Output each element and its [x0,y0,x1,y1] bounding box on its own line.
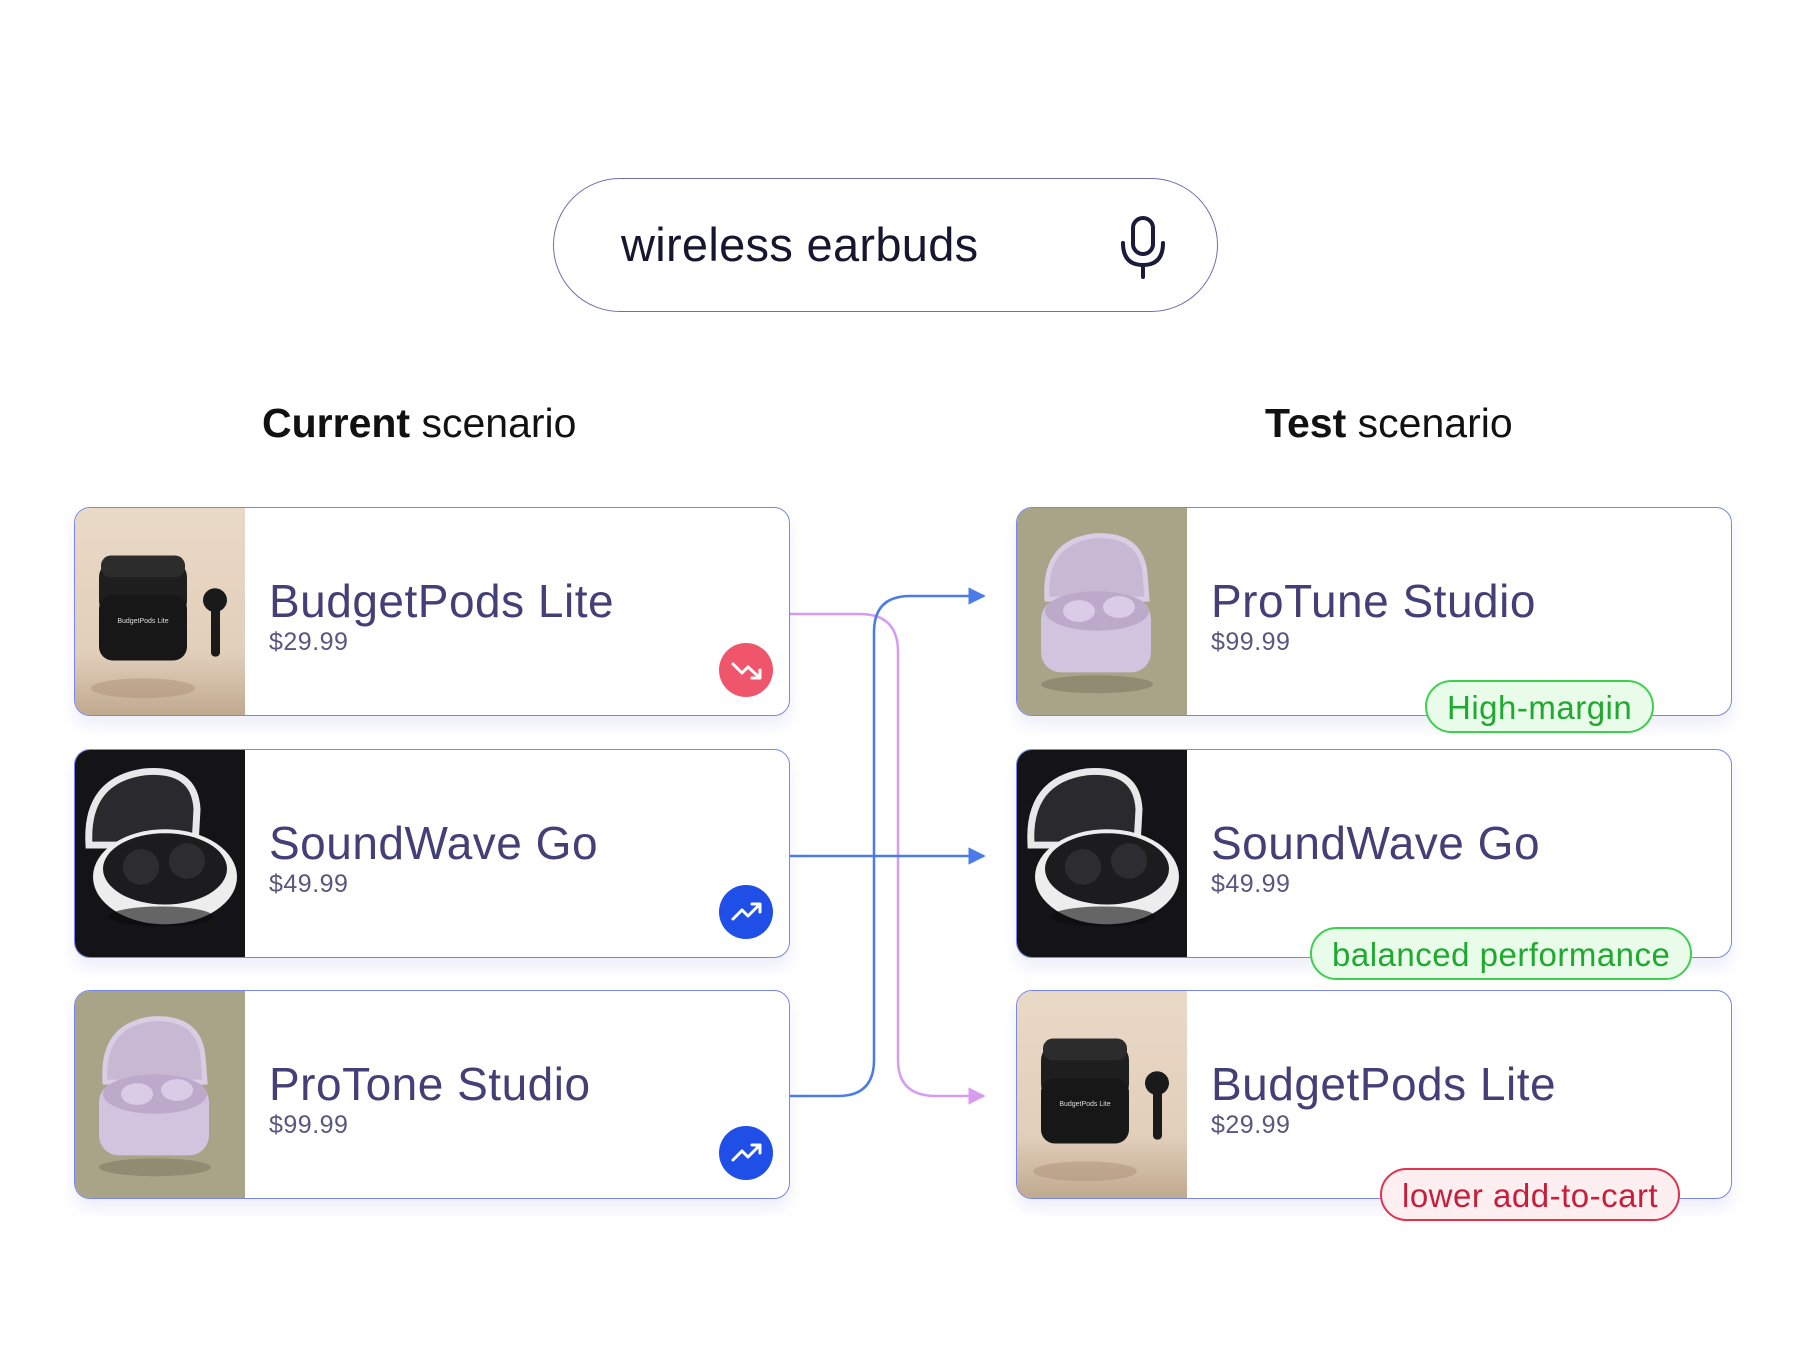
product-price: $29.99 [269,628,349,656]
search-bar[interactable]: wireless earbuds [553,178,1218,312]
product-name: BudgetPods Lite [269,575,615,627]
balanced-performance-badge: balanced performance [1310,927,1693,980]
product-card-test-1[interactable]: ProTune Studio $99.99 [1016,507,1732,716]
search-query[interactable]: wireless earbuds [621,218,979,271]
product-price: $29.99 [1211,1111,1291,1139]
product-card-test-3[interactable]: BudgetPods Lite BudgetPods Lite $29.99 [1016,990,1732,1199]
trend-down-icon [719,643,773,697]
case-label: BudgetPods Lite [1059,1101,1110,1108]
current-scenario-title: Current scenario [262,400,577,446]
soundwave-image [75,750,245,957]
trend-up-icon [719,885,773,939]
case-label: BudgetPods Lite [117,618,168,625]
soundwave-image [1017,750,1187,957]
lower-add-to-cart-badge: lower add-to-cart [1380,1168,1681,1221]
test-scenario-title: Test scenario [1265,400,1513,446]
product-name: SoundWave Go [269,817,599,869]
product-price: $99.99 [269,1111,349,1139]
microphone-icon[interactable] [1117,215,1169,281]
product-card-current-2[interactable]: SoundWave Go $49.99 [74,749,790,958]
product-card-current-1[interactable]: BudgetPods Lite BudgetPods Lite $29.99 [74,507,790,716]
product-price: $49.99 [1211,870,1291,898]
trend-up-icon [719,1126,773,1180]
budgetpods-image: BudgetPods Lite [75,508,245,715]
product-card-test-2[interactable]: SoundWave Go $49.99 [1016,749,1732,958]
connector-protone [790,587,986,1098]
product-name: SoundWave Go [1211,817,1541,869]
product-name: ProTone Studio [269,1058,591,1110]
product-price: $99.99 [1211,628,1291,656]
product-card-current-3[interactable]: ProTone Studio $99.99 [74,990,790,1199]
product-name: ProTune Studio [1211,575,1536,627]
protone-image [75,991,245,1198]
budgetpods-image: BudgetPods Lite [1017,991,1187,1198]
product-price: $49.99 [269,870,349,898]
connector-budgetpods [790,612,986,1105]
protune-image [1017,508,1187,715]
product-name: BudgetPods Lite [1211,1058,1557,1110]
high-margin-badge: High-margin [1425,680,1655,733]
